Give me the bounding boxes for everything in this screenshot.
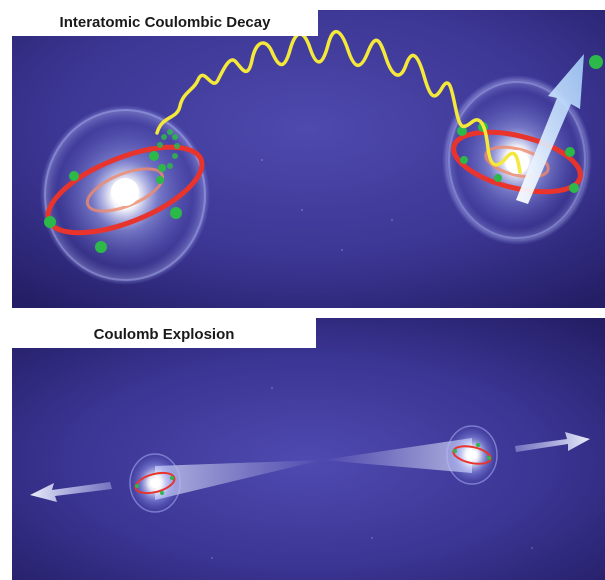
panel-background	[12, 318, 605, 580]
right-inner-orbit	[484, 145, 550, 179]
electron	[156, 176, 164, 184]
left-electrons	[44, 151, 182, 253]
ejected-electron-arrow	[516, 54, 584, 204]
coulomb-explosion-title: Coulomb Explosion	[12, 318, 316, 348]
icd-panel: Interatomic Coulombic Decay	[12, 10, 605, 308]
right-ion-arrow	[515, 432, 590, 452]
decay-trail	[157, 129, 180, 169]
left-ion-arrow	[30, 482, 112, 502]
left-ion-cone	[155, 460, 322, 500]
electron	[457, 126, 467, 136]
electron	[565, 147, 575, 157]
coulomb-explosion-panel: Coulomb Explosion	[12, 318, 605, 580]
electron	[494, 174, 502, 182]
virtual-photon-wave	[155, 29, 522, 174]
ejected-electron	[589, 55, 603, 69]
left-nucleus	[111, 178, 139, 206]
icd-illustration	[12, 10, 605, 308]
icd-title: Interatomic Coulombic Decay	[12, 10, 318, 36]
electron	[95, 241, 107, 253]
right-ion	[446, 425, 498, 485]
left-atom	[40, 105, 210, 285]
right-outer-orbit	[451, 129, 583, 195]
electron	[460, 156, 468, 164]
left-inner-orbit	[85, 167, 165, 213]
coulomb-explosion-illustration	[12, 318, 605, 580]
electron	[158, 164, 166, 172]
right-ion-cone	[322, 438, 472, 473]
electron	[170, 207, 182, 219]
electron	[44, 216, 56, 228]
electron	[149, 151, 159, 161]
electron	[569, 183, 579, 193]
left-ion	[129, 453, 181, 513]
electron	[69, 171, 79, 181]
